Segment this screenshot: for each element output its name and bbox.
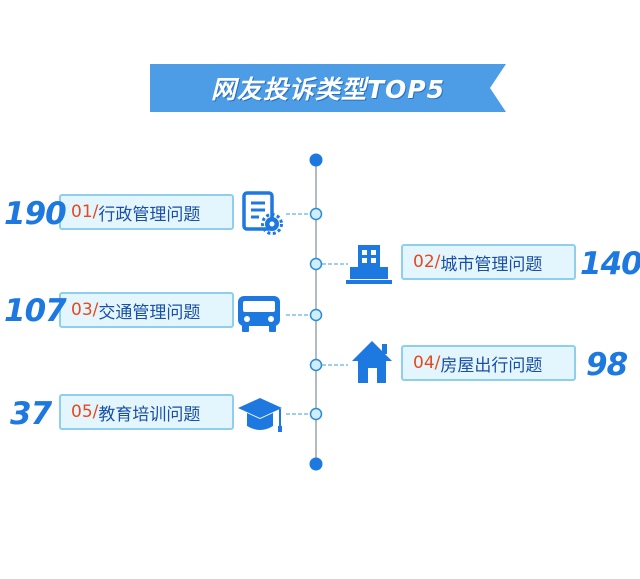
item-value: 37 — [10, 396, 52, 432]
item-name: 行政管理问题 — [98, 204, 201, 225]
item-label-box: 03/交通管理问题 — [59, 292, 234, 328]
house-icon — [350, 339, 394, 389]
item-value: 98 — [586, 347, 628, 383]
item-name: 交通管理问题 — [98, 302, 201, 323]
building-icon — [346, 243, 392, 289]
item-rank: 04/ — [413, 353, 441, 373]
timeline-end-dot — [309, 457, 323, 471]
item-name: 房屋出行问题 — [440, 355, 543, 376]
item-rank: 02/ — [413, 252, 441, 272]
item-name: 城市管理问题 — [440, 254, 543, 275]
item-value: 140 — [580, 246, 640, 282]
graduation-cap-icon — [236, 396, 284, 440]
timeline-start-dot — [309, 153, 323, 167]
item-name: 教育培训问题 — [98, 404, 201, 425]
timeline-node — [309, 308, 323, 322]
banner-ribbon — [150, 64, 506, 112]
timeline-node — [309, 257, 323, 271]
item-label-box: 04/房屋出行问题 — [401, 345, 576, 381]
item-label-box: 05/教育培训问题 — [59, 394, 234, 430]
document-gear-icon — [241, 191, 283, 239]
timeline-node — [309, 358, 323, 372]
timeline-node — [309, 407, 323, 421]
item-label-box: 02/城市管理问题 — [401, 244, 576, 280]
title-banner: 网友投诉类型TOP5 — [150, 64, 506, 112]
item-label-box: 01/行政管理问题 — [59, 194, 234, 230]
timeline-node — [309, 207, 323, 221]
item-value: 190 — [4, 196, 67, 232]
item-rank: 03/ — [71, 300, 99, 320]
item-rank: 01/ — [71, 202, 99, 222]
page-title: 网友投诉类型TOP5 — [210, 75, 446, 104]
item-rank: 05/ — [71, 402, 99, 422]
item-value: 107 — [4, 293, 67, 329]
bus-icon — [236, 294, 282, 338]
